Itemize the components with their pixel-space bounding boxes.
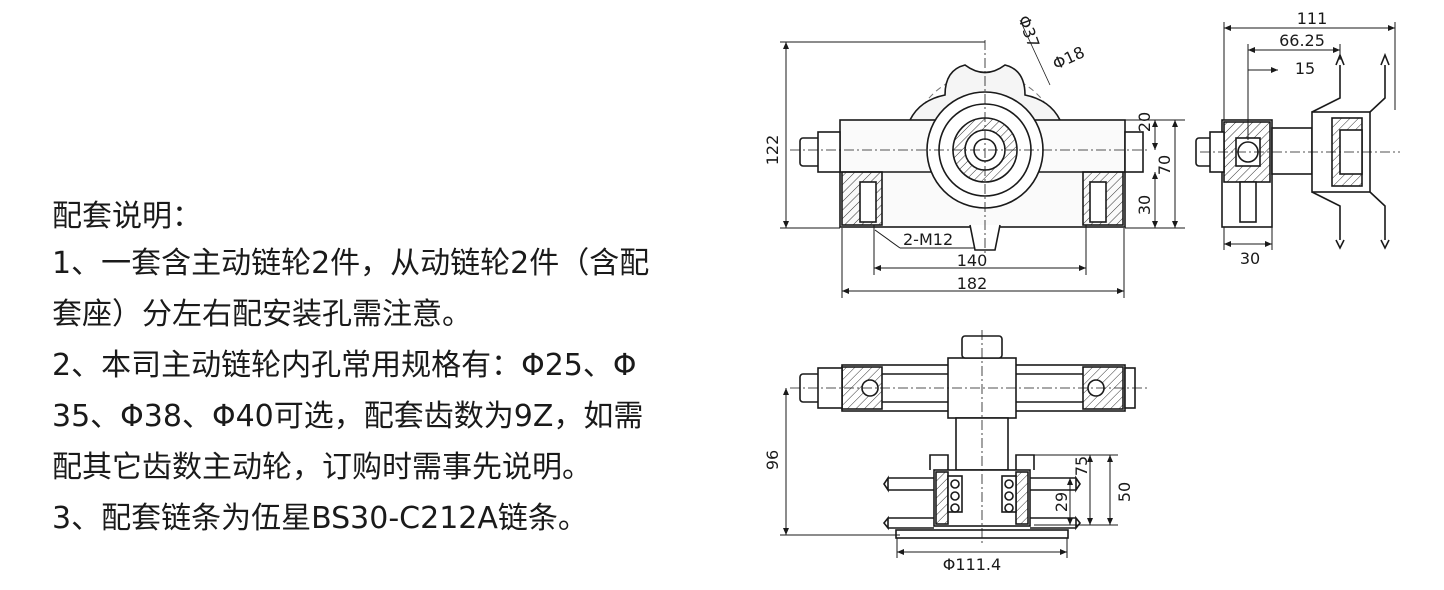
dim-phi111-4: Φ111.4 bbox=[943, 555, 1001, 574]
dim-30: 30 bbox=[1135, 195, 1154, 215]
dim-66-25: 66.25 bbox=[1279, 31, 1325, 50]
dim-75: 75 bbox=[1072, 456, 1091, 476]
dim-140: 140 bbox=[957, 251, 988, 270]
note-line: 套座）分左右配安装孔需注意。 bbox=[52, 297, 472, 332]
dim-50: 50 bbox=[1115, 482, 1134, 502]
dim-29: 29 bbox=[1052, 492, 1071, 512]
note-line: 3、配套链条为伍星BS30-C212A链条。 bbox=[52, 501, 588, 536]
thread-label: 2-M12 bbox=[903, 230, 953, 249]
dim-122: 122 bbox=[763, 135, 782, 166]
front-view bbox=[790, 19, 1150, 255]
note-line: 2、本司主动链轮内孔常用规格有：Φ25、Φ bbox=[52, 348, 637, 383]
dim-15: 15 bbox=[1295, 59, 1315, 78]
dim-70: 70 bbox=[1155, 155, 1174, 175]
side-view bbox=[1195, 52, 1400, 250]
notes-title: 配套说明： bbox=[52, 199, 202, 234]
note-line: 35、Φ38、Φ40可选，配套齿数为9Z，如需 bbox=[52, 399, 644, 434]
dim-20: 20 bbox=[1135, 112, 1154, 132]
note-line: 1、一套含主动链轮2件，从动链轮2件（含配 bbox=[52, 246, 650, 281]
dim-96: 96 bbox=[763, 450, 782, 470]
dim-side-30: 30 bbox=[1240, 249, 1260, 268]
note-line: 配其它齿数主动轮，订购时需事先说明。 bbox=[52, 450, 592, 485]
notes-block: 配套说明： 1、一套含主动链轮2件，从动链轮2件（含配 套座）分左右配安装孔需注… bbox=[52, 195, 732, 548]
dim-phi18: Φ18 bbox=[1050, 42, 1088, 73]
dim-182: 182 bbox=[957, 274, 988, 293]
dim-111: 111 bbox=[1297, 9, 1328, 28]
dim-phi37: Φ37 bbox=[1014, 13, 1043, 50]
bottom-view bbox=[790, 330, 1150, 545]
